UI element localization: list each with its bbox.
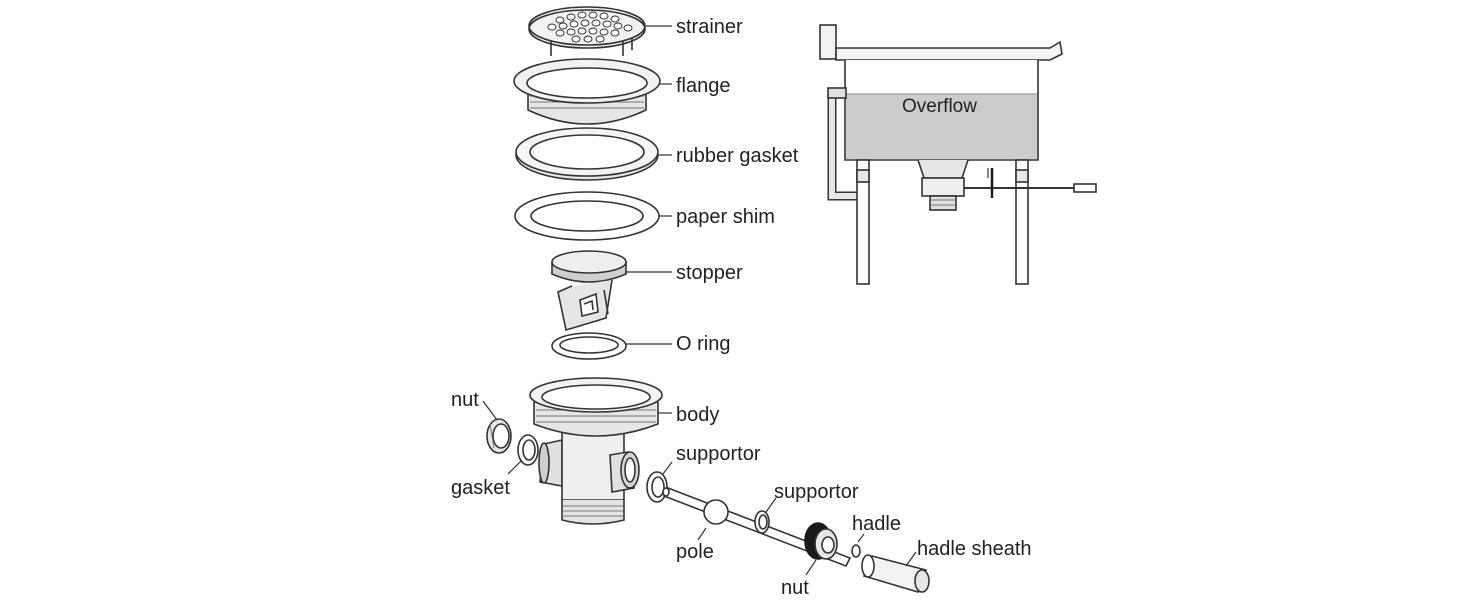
label-supportor-1: supportor	[676, 443, 761, 465]
label-gasket: gasket	[451, 477, 510, 499]
rubber-gasket-part	[515, 127, 659, 181]
label-pole: pole	[676, 541, 714, 563]
hadle-sheath-part	[861, 554, 930, 593]
label-overflow: Overflow	[902, 96, 977, 117]
label-body: body	[676, 404, 719, 426]
label-flange: flange	[676, 75, 731, 97]
label-hadle-sheath: hadle sheath	[917, 538, 1032, 560]
label-supportor-2: supportor	[774, 481, 859, 503]
label-strainer: strainer	[676, 16, 743, 38]
o-ring-part	[551, 332, 627, 360]
label-nut-left: nut	[451, 389, 479, 411]
flange-part	[513, 58, 661, 125]
label-nut-bottom: nut	[781, 577, 809, 599]
label-stopper: stopper	[676, 262, 743, 284]
water-level	[846, 94, 1037, 159]
bottom-nut-part	[804, 522, 838, 560]
hadle-part	[851, 544, 861, 558]
supportor-1-part	[646, 471, 668, 503]
strainer-part	[528, 6, 646, 56]
label-o-ring: O ring	[676, 333, 730, 355]
stopper-part	[551, 250, 627, 332]
label-hadle: hadle	[852, 513, 901, 535]
drain-body-part	[529, 377, 663, 525]
left-gasket-part	[517, 434, 539, 466]
sink-overflow-illustration: Overflow	[819, 24, 1097, 285]
label-paper-shim: paper shim	[676, 206, 775, 228]
paper-shim-part	[514, 191, 660, 241]
label-rubber-gasket: rubber gasket	[676, 145, 799, 167]
left-nut-part	[486, 418, 512, 454]
supportor-2-part	[754, 510, 770, 534]
